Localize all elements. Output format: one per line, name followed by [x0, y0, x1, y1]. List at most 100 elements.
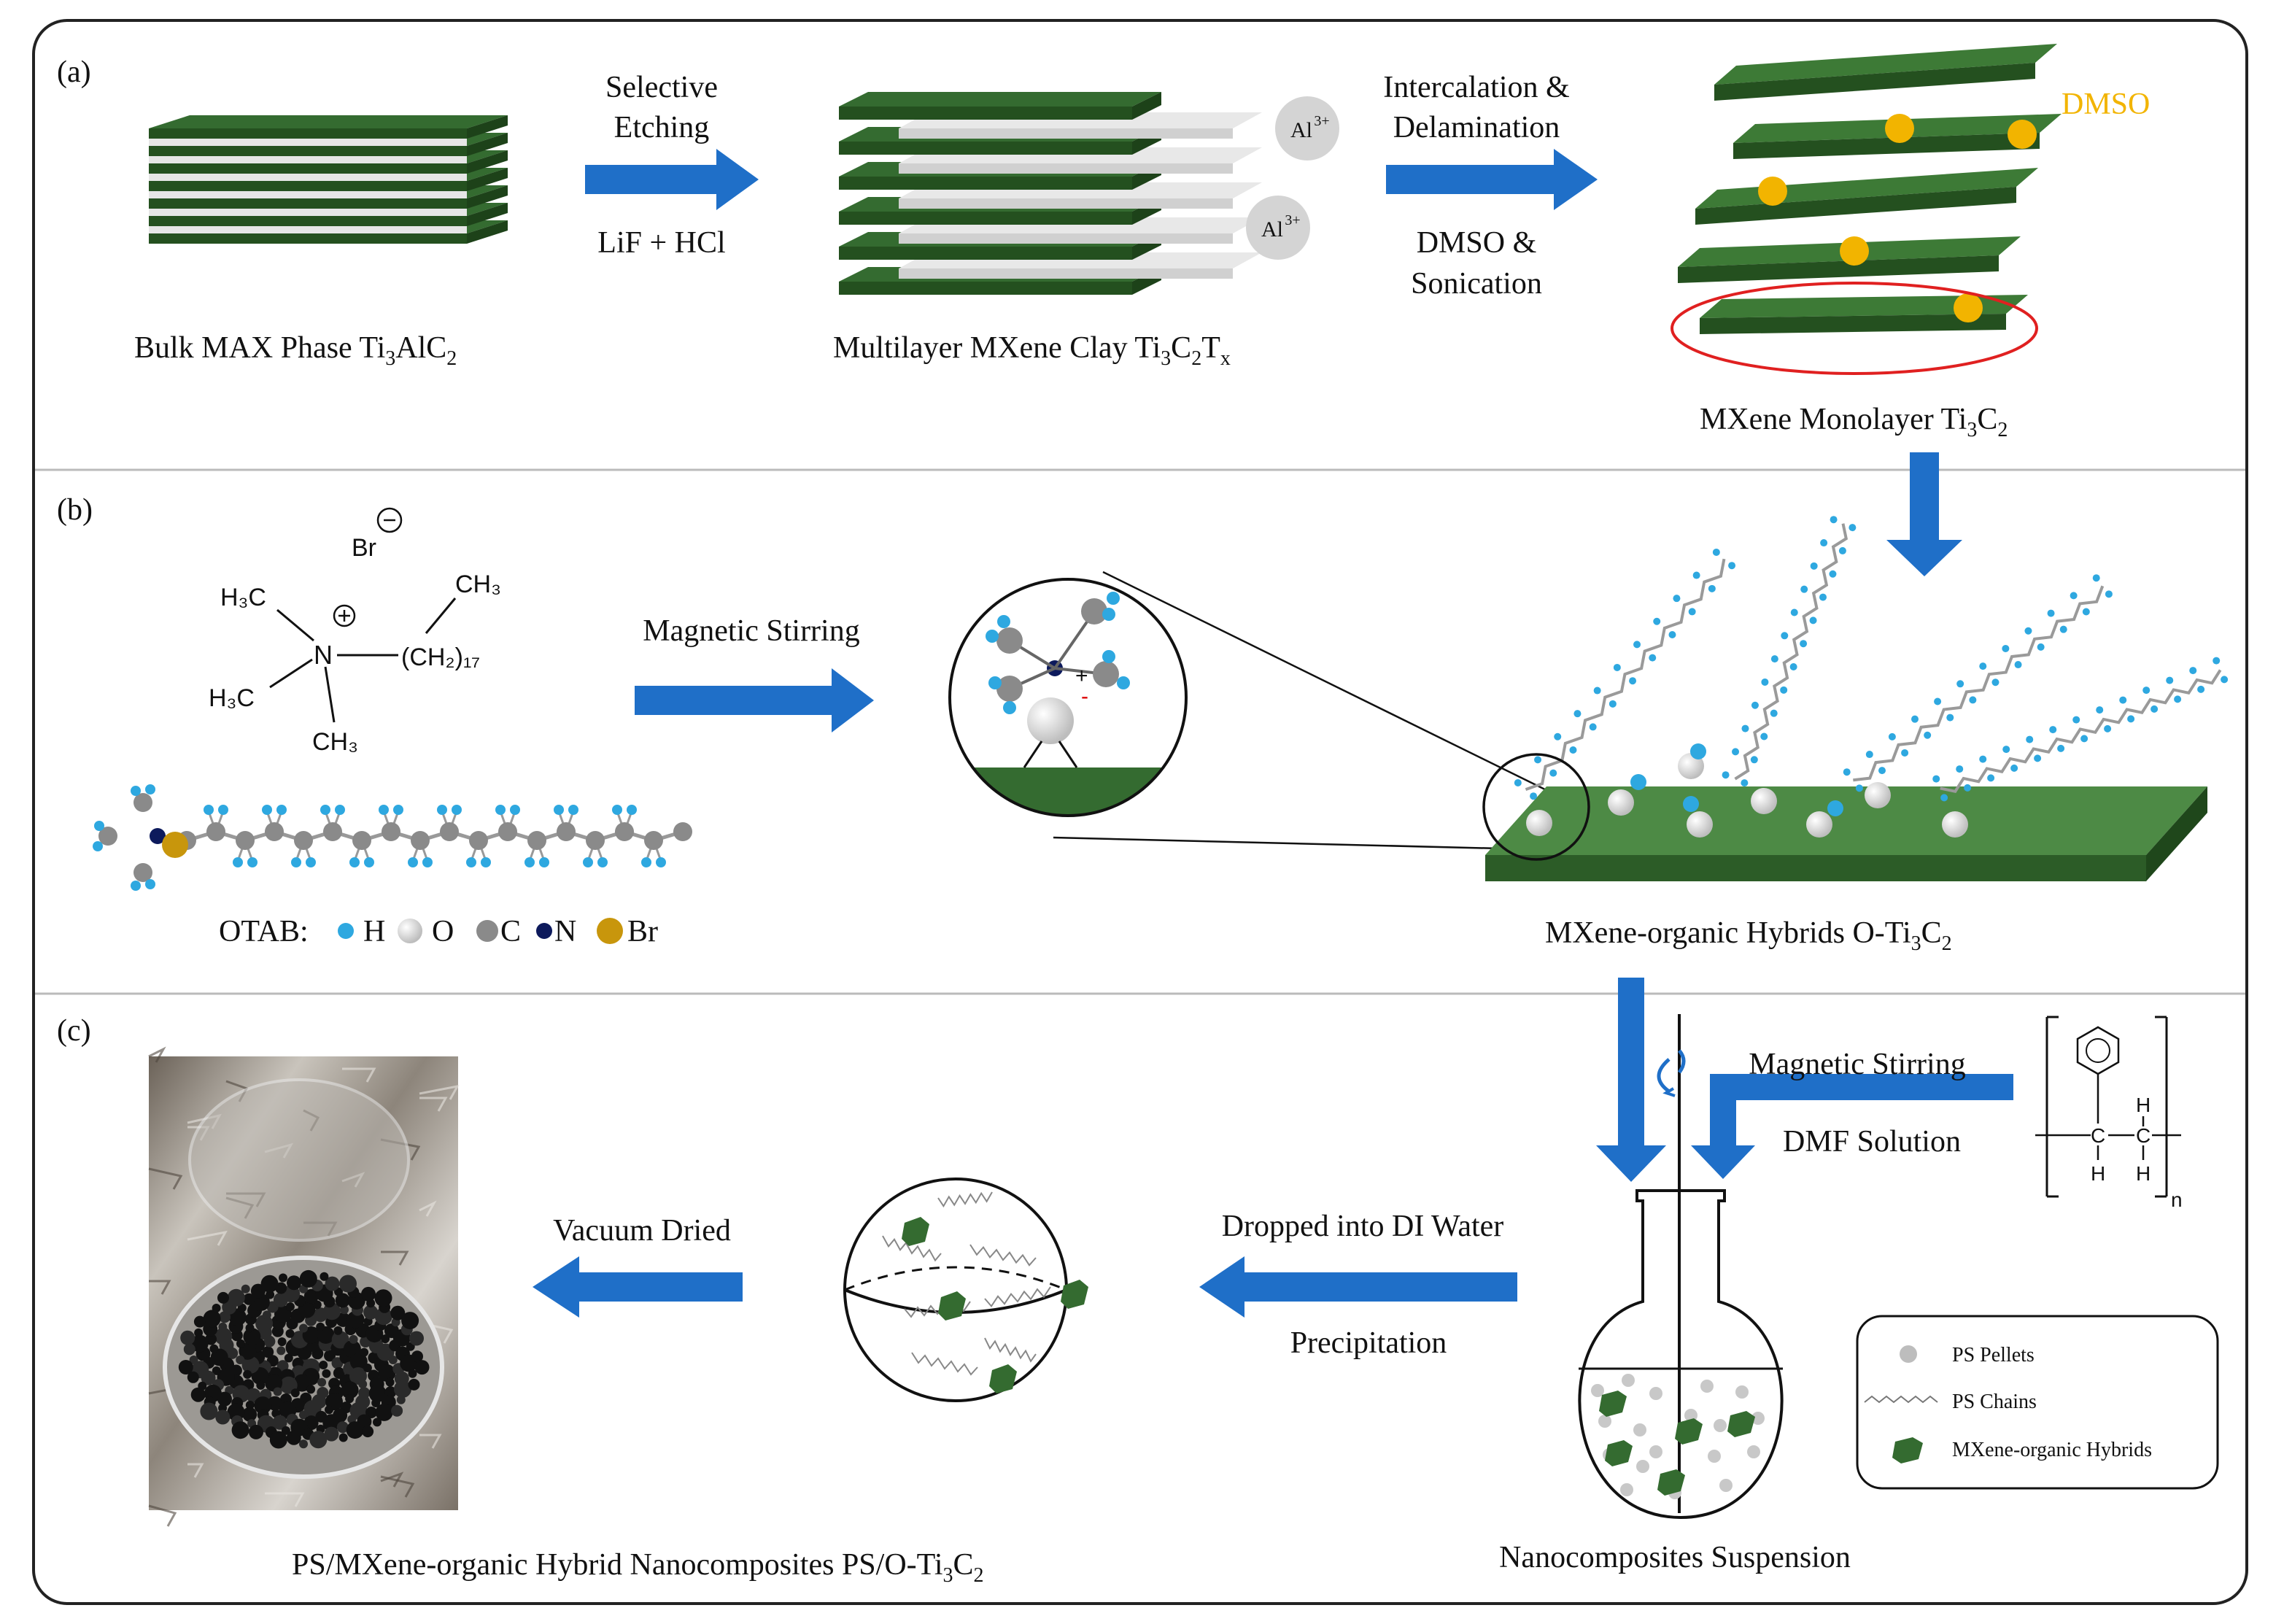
dmso-molecule	[1758, 177, 1787, 206]
vacuum-arrow	[533, 1256, 743, 1318]
suspension-label: Nanocomposites Suspension	[1499, 1541, 1851, 1574]
granule	[358, 1380, 368, 1389]
granule	[187, 1371, 199, 1383]
foil-crease	[187, 1463, 204, 1478]
granule	[375, 1403, 393, 1421]
black-granules	[178, 1269, 430, 1449]
surface-oxygen	[1865, 782, 1891, 808]
chain-hydrogen	[1800, 640, 1808, 648]
chain-hydrogen	[1820, 539, 1828, 547]
granule	[203, 1310, 221, 1328]
legend-n: N	[554, 915, 576, 948]
otab-hydrogen	[612, 805, 622, 815]
granule	[227, 1288, 245, 1307]
clay-gap-front	[899, 268, 1233, 279]
granule	[299, 1410, 308, 1420]
granule	[293, 1374, 311, 1392]
otab-carbon	[294, 831, 313, 850]
granule	[241, 1284, 250, 1294]
chain-hydrogen	[2213, 657, 2221, 665]
legend-chain-icon	[1864, 1395, 1938, 1404]
zoom-plus: +	[1075, 664, 1088, 688]
chain-hydrogen	[1722, 771, 1730, 779]
chain-hydrogen	[1593, 687, 1601, 695]
granule	[391, 1404, 403, 1417]
flask-hybrid-flake	[1657, 1469, 1685, 1496]
otab-hydrogen	[131, 786, 141, 796]
chain-hydrogen	[1549, 769, 1557, 777]
granule	[316, 1322, 325, 1331]
legend-h: H	[363, 915, 385, 948]
stirring-label-b: Magnetic Stirring	[643, 614, 859, 648]
foil-crease	[381, 1250, 409, 1266]
ps-pellet	[1714, 1419, 1727, 1432]
surface-oxygen	[1678, 753, 1704, 779]
max-layer-top	[149, 115, 508, 128]
chain-hydrogen	[1573, 710, 1582, 718]
chain-hydrogen	[2072, 716, 2080, 724]
otab-methyl	[133, 863, 152, 882]
granule	[287, 1275, 301, 1291]
max-layer-side	[467, 115, 508, 139]
granule	[255, 1315, 274, 1333]
legend-chains: PS Chains	[1952, 1391, 2037, 1413]
ps-pellet	[1633, 1423, 1646, 1437]
otab-hydrogen	[554, 805, 564, 815]
dropped-arrow	[1199, 1256, 1517, 1318]
foil-crease	[419, 1200, 437, 1217]
legend-h-dot	[338, 923, 354, 939]
chain-hydrogen	[1911, 715, 1919, 723]
granule	[285, 1302, 295, 1312]
ps-pellet	[1708, 1450, 1721, 1463]
flask-hybrid-flake	[1605, 1440, 1633, 1466]
granule	[245, 1323, 255, 1333]
clay-layer-front	[839, 247, 1132, 260]
flask-hybrid-flake	[1675, 1418, 1703, 1445]
otab-hydrogen	[481, 857, 491, 867]
methyl-4: CH₃	[455, 571, 501, 598]
chain-hydrogen	[1780, 686, 1788, 694]
materials-legend: PS Pellets PS Chains MXene-organic Hybri…	[1856, 1315, 2219, 1490]
ps-chain	[984, 1286, 1051, 1308]
chain-hydrogen	[1956, 680, 1964, 688]
bulk-max-stack	[149, 115, 508, 244]
zoom-hydrogen	[1003, 701, 1016, 714]
chain-hydrogen	[2197, 685, 2205, 693]
chain-hydrogen	[1750, 756, 1758, 764]
zoom-hydrogen	[1102, 650, 1115, 663]
ps-chain	[882, 1235, 942, 1262]
precipitation-label: Precipitation	[1290, 1326, 1447, 1360]
chain-hydrogen	[2119, 696, 2127, 704]
granule	[306, 1385, 316, 1394]
otab-hydrogen	[262, 805, 272, 815]
stirring-label-c: Magnetic Stirring	[1749, 1048, 1965, 1081]
chain-hydrogen	[2189, 667, 2197, 675]
granule	[408, 1378, 420, 1391]
chain-hydrogen	[1653, 617, 1661, 625]
dmf-arrow	[1691, 1074, 2013, 1179]
monolayer-sheet-front	[1733, 133, 2040, 159]
chain-hydrogen	[1530, 792, 1538, 800]
zoom-minus: -	[1081, 684, 1088, 708]
granule	[390, 1305, 406, 1321]
chain-hydrogen	[2002, 644, 2010, 652]
monolayer-label: MXene Monolayer Ti3C2	[1700, 403, 2008, 441]
chain-hydrogen	[1789, 663, 1797, 671]
delamination-reagent-1: DMSO &	[1417, 226, 1537, 260]
chain-hydrogen	[1514, 778, 1522, 786]
chain-hydrogen	[1613, 663, 1621, 671]
otab-carbon	[615, 822, 634, 841]
otab-hydrogen	[641, 857, 651, 867]
monolayer-sheet-front	[1678, 255, 1999, 283]
svg-text:3+: 3+	[1285, 212, 1300, 228]
mxene-hybrid-flake	[902, 1217, 929, 1246]
granule	[339, 1275, 357, 1293]
granule	[209, 1344, 219, 1353]
foil-crease	[419, 1084, 460, 1100]
alkyl-chain-model	[1940, 669, 2222, 794]
flask	[1578, 1014, 1784, 1520]
otab-legend-title: OTAB:	[219, 915, 309, 948]
granule	[236, 1339, 245, 1348]
otab-carbon	[236, 831, 255, 850]
chain-hydrogen	[2002, 746, 2010, 754]
